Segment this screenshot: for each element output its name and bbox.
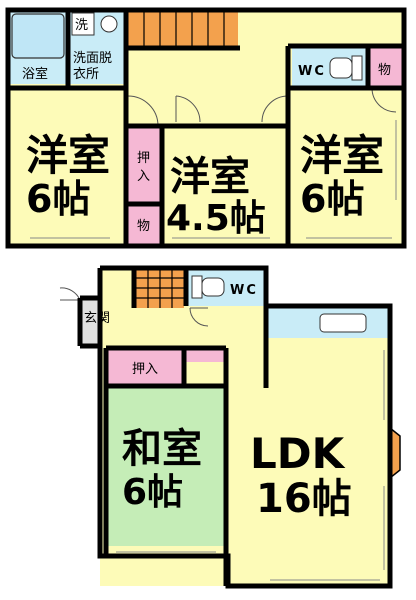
- toilet-tank-1f: [191, 275, 203, 299]
- room-center-name: 洋室: [170, 154, 250, 200]
- stair-upper: [128, 8, 238, 48]
- bathroom-label: 浴室: [22, 66, 48, 82]
- washroom-label: 洗: [75, 18, 88, 33]
- dressing-label-line1: 洗面脱: [73, 51, 112, 66]
- toilet-tank: [351, 55, 363, 81]
- closet-center-area: [126, 128, 162, 204]
- room-right-name: 洋室: [300, 131, 384, 180]
- room-left-size: 6帖: [26, 177, 90, 221]
- storage-center-area: [126, 204, 162, 246]
- storage-right-label: 物: [378, 63, 391, 78]
- washing-machine-icon: [100, 15, 118, 33]
- room-center-area: [162, 124, 286, 246]
- toilet-label-2f: WC: [298, 64, 326, 79]
- stair-lower-steps: [136, 268, 184, 308]
- second-floor-walls: [5, 7, 407, 249]
- dressing-label-line2: 衣所: [73, 66, 99, 82]
- bathtub: [11, 13, 65, 59]
- closet-1f-label: 押入: [132, 362, 158, 377]
- storage-center-label: 物: [137, 219, 150, 234]
- japanese-room-size: 6帖: [122, 472, 183, 513]
- room-left-area: [8, 90, 126, 246]
- first-floor-walls: [77, 265, 393, 589]
- ldk-name: LDK: [250, 429, 346, 478]
- room-left-name: 洋室: [26, 131, 110, 180]
- entrance-label: 玄関: [84, 311, 110, 326]
- room-right-size: 6帖: [300, 177, 364, 221]
- toilet-fixture: [329, 57, 353, 79]
- room-right-area: [292, 90, 404, 246]
- second-floor-windows: [30, 120, 397, 239]
- entrance-area: [80, 298, 102, 346]
- room-center-size: 4.5帖: [166, 198, 266, 239]
- washroom-label-box: [71, 12, 95, 36]
- kitchen-sink: [319, 313, 367, 333]
- ldk-size: 16帖: [256, 476, 352, 522]
- closet-center-label-1: 押: [137, 151, 150, 166]
- toilet-fixture-1f: [201, 277, 225, 297]
- toilet-label-1f: WC: [230, 283, 258, 298]
- second-floor: 洗 浴室 洗面脱 衣所 WC 物 洋室 6帖 洋室 4.5帖 洋室 6帖 押 入…: [5, 7, 407, 249]
- tatami-area: [108, 384, 224, 546]
- closet-1f-area: [108, 350, 182, 384]
- ldk-area: [266, 306, 390, 586]
- first-floor: 玄関 WC 押入 和室 6帖 LDK 16帖: [59, 265, 401, 589]
- closet-center-label-2: 入: [137, 169, 150, 184]
- storage-right-area: [368, 48, 404, 90]
- japanese-room-name: 和室: [122, 426, 202, 472]
- stair-upper-steps: [143, 8, 225, 48]
